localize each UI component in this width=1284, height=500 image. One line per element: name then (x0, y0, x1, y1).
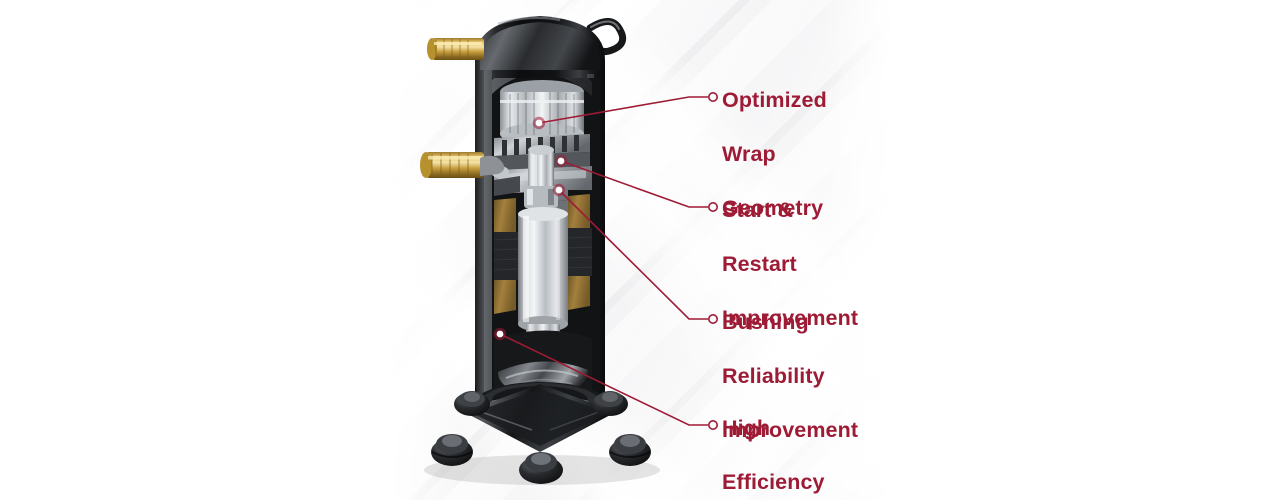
callout-line: Improvement (722, 418, 859, 442)
rubber-mounting-foot-rear-left (454, 391, 490, 416)
callout-line: Restart (722, 252, 797, 276)
callout-label-bushing-reliability-improvement: Bushing Reliability Improvement (722, 282, 858, 471)
callout-line: Optimized (722, 88, 827, 112)
callout-line: High (722, 416, 771, 440)
rubber-mounting-foot-center-front (519, 452, 563, 484)
rubber-mounting-foot-front-left (431, 434, 473, 466)
callout-line: Start & (722, 198, 794, 222)
panel-fade-right (823, 0, 893, 500)
callout-label-high-efficiency-motor: High Efficiency Motor (722, 388, 825, 500)
cutaway-interior (492, 78, 600, 395)
bushing (524, 186, 558, 208)
callout-line: Efficiency (722, 470, 825, 494)
motor-rotor (518, 207, 568, 332)
panel-fade-left (390, 0, 460, 500)
callout-line: Reliability (722, 364, 825, 388)
discharge-port-brass (427, 38, 484, 60)
callout-line: Wrap (722, 142, 776, 166)
callout-line: Bushing (722, 310, 809, 334)
callout-line: Improvement (722, 306, 859, 330)
rubber-mounting-foot-front-right (609, 434, 651, 466)
callout-label-start-and-restart-improvement: Start & Restart Improvement (722, 170, 858, 359)
callout-label-optimized-wrap-geometry: Optimized Wrap Geometry (722, 60, 827, 249)
scroll-compressor-illustration (420, 16, 660, 485)
suction-port-brass (420, 152, 505, 178)
callout-line: Geometry (722, 196, 824, 220)
